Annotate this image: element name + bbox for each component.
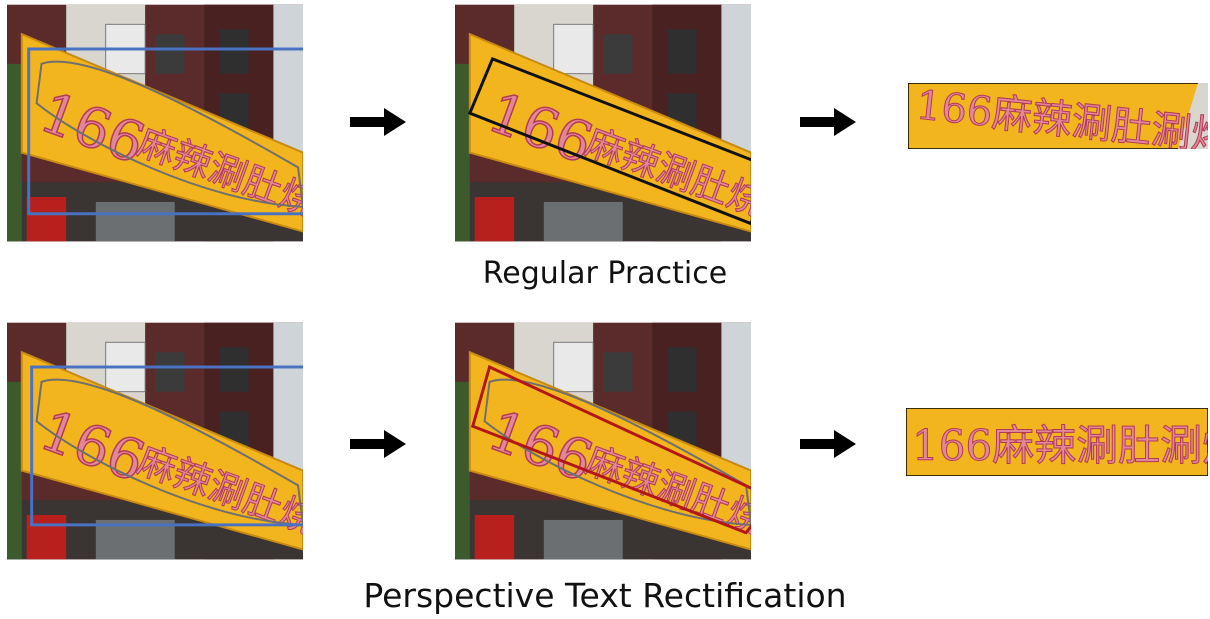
caption-perspective-text-rectification: Perspective Text Rectification bbox=[363, 576, 847, 615]
photo-axis-aligned-box-perspective: 166 麻辣涮肚烧烤 bbox=[7, 322, 303, 560]
rectified-crop-perspective: 166麻辣涮肚涮烤 bbox=[906, 408, 1208, 476]
photo-axis-aligned-box-regular: 166 麻辣涮肚烧烤 bbox=[7, 4, 303, 242]
photo-min-area-rect-regular: 166 麻辣涮肚烧烤 bbox=[455, 4, 751, 242]
right-arrow-icon bbox=[350, 108, 406, 136]
right-arrow-icon bbox=[800, 108, 856, 136]
right-arrow-icon bbox=[800, 430, 856, 458]
rectified-crop-regular: 166麻辣涮肚涮烤 bbox=[908, 83, 1208, 149]
caption-regular-practice: Regular Practice bbox=[482, 256, 728, 291]
sign-text-crop-perspective: 166麻辣涮肚涮烤 bbox=[912, 421, 1208, 470]
right-arrow-icon bbox=[350, 430, 406, 458]
photo-perspective-quad: 166 麻辣涮肚烧烤 bbox=[455, 322, 751, 560]
